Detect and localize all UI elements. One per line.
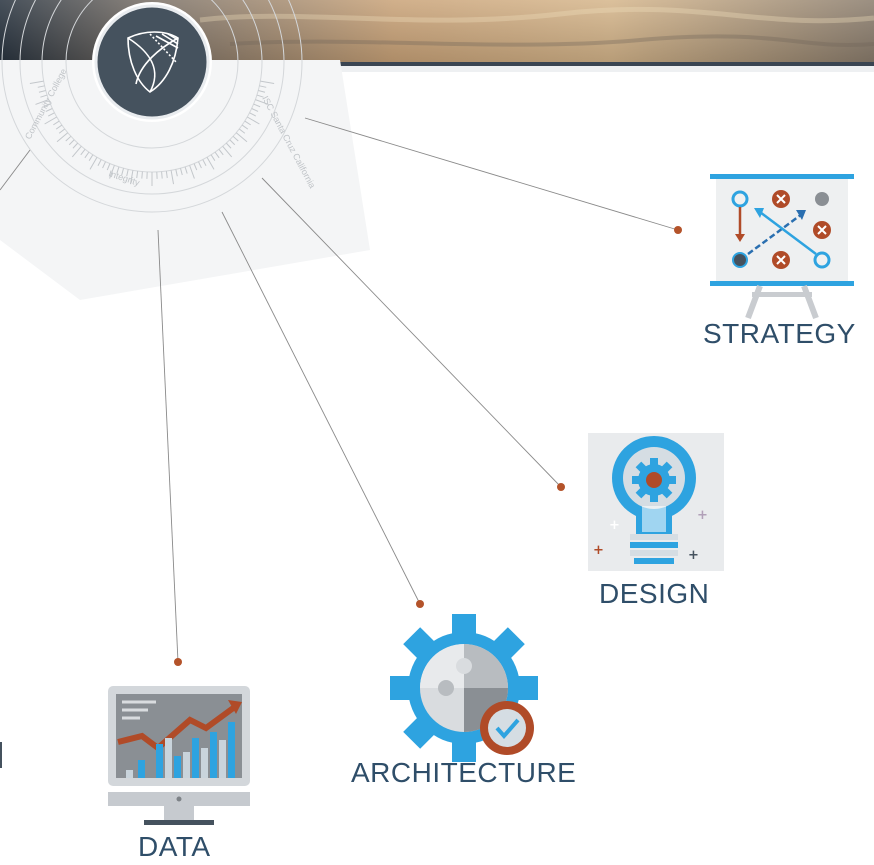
dial-tick bbox=[97, 159, 102, 167]
dial-tick bbox=[256, 94, 264, 98]
dial-tick bbox=[206, 157, 215, 170]
dial-tick bbox=[255, 99, 269, 105]
dial-tick bbox=[89, 157, 98, 170]
logo-badge[interactable] bbox=[92, 2, 212, 122]
dial-tick bbox=[189, 165, 195, 179]
lightbulb-gear-icon[interactable]: + + + + bbox=[588, 433, 724, 571]
dial-tick bbox=[258, 89, 266, 93]
dial-tick bbox=[37, 85, 45, 88]
dial-tick bbox=[38, 89, 46, 93]
dial-tick bbox=[65, 135, 72, 142]
svg-text:+: + bbox=[609, 518, 620, 533]
node-label-design[interactable]: DESIGN bbox=[599, 578, 710, 609]
dial-tick bbox=[214, 151, 220, 159]
connector-dot-strategy bbox=[674, 226, 682, 234]
connector-dot-data bbox=[174, 658, 182, 666]
connector-line-design bbox=[261, 177, 562, 488]
dial-tick bbox=[126, 169, 129, 177]
dial-tick bbox=[202, 159, 207, 167]
connector-dots bbox=[174, 226, 682, 666]
strategy-board-icon[interactable] bbox=[710, 174, 854, 320]
dial-decoration bbox=[1, 0, 303, 213]
dial-tick bbox=[218, 148, 224, 156]
dial-tick bbox=[56, 132, 69, 143]
svg-text:+: + bbox=[688, 548, 699, 563]
dial-tick bbox=[170, 170, 175, 185]
dial-tick bbox=[129, 170, 134, 185]
dial-tick bbox=[232, 135, 239, 142]
monitor-chart-icon[interactable] bbox=[108, 686, 250, 825]
connectors bbox=[0, 117, 679, 663]
dial-tick bbox=[102, 161, 106, 169]
dial-tick bbox=[193, 163, 198, 171]
node-label-strategy[interactable]: STRATEGY bbox=[703, 318, 856, 349]
dial-tick bbox=[71, 145, 82, 158]
dial-tick bbox=[222, 145, 233, 158]
faceted-shield-icon bbox=[127, 31, 179, 93]
connector-line-architecture bbox=[221, 211, 421, 605]
dial-tick bbox=[141, 171, 143, 179]
background-plate bbox=[0, 60, 370, 300]
dial-tick bbox=[53, 120, 60, 126]
dial-tick bbox=[40, 94, 48, 98]
connector-line-data bbox=[157, 229, 179, 663]
connector-dot-architecture bbox=[416, 600, 424, 608]
dial-tick bbox=[29, 80, 44, 85]
dial-tick bbox=[179, 168, 183, 176]
dial-tick bbox=[225, 142, 232, 149]
puzzle-gear-icon[interactable] bbox=[390, 614, 538, 762]
dial-tick bbox=[121, 168, 125, 176]
dial-tick bbox=[58, 128, 66, 134]
connector-dot-design bbox=[557, 483, 565, 491]
dial-tick bbox=[259, 85, 267, 88]
dial-tick bbox=[109, 165, 115, 179]
dial-tick bbox=[210, 154, 216, 161]
dial-tick bbox=[260, 80, 275, 85]
dial-tick bbox=[47, 112, 55, 117]
dial-tick bbox=[165, 170, 168, 179]
dial-tick bbox=[68, 139, 75, 146]
dial-tick bbox=[43, 103, 51, 108]
connector-line-left bbox=[0, 149, 31, 191]
dial-tick bbox=[106, 163, 111, 171]
dial-tick bbox=[161, 171, 163, 179]
dial-tick bbox=[116, 166, 120, 174]
dial-tick bbox=[55, 124, 63, 130]
dial-tick bbox=[247, 116, 260, 125]
dial-tick bbox=[241, 124, 249, 130]
svg-text:+: + bbox=[697, 508, 708, 523]
dial-tick bbox=[249, 112, 257, 117]
dial-tick bbox=[45, 108, 53, 112]
dial-tick bbox=[235, 132, 248, 143]
dial-tick bbox=[184, 166, 188, 174]
dial-tick bbox=[229, 139, 236, 146]
dial-tick bbox=[175, 169, 178, 177]
dial-tick bbox=[198, 161, 202, 169]
dial-tick bbox=[136, 170, 139, 179]
connector-line-strategy bbox=[304, 117, 679, 231]
dial-tick bbox=[44, 116, 57, 125]
node-label-data[interactable]: DATA bbox=[138, 831, 211, 862]
dial-tick bbox=[244, 120, 251, 126]
dial-tick bbox=[80, 148, 86, 156]
dial-tick bbox=[88, 154, 94, 161]
dial-tick bbox=[251, 108, 259, 112]
dial-tick bbox=[35, 99, 49, 105]
dial-tick bbox=[84, 151, 90, 159]
dial-tick bbox=[238, 128, 246, 134]
left-edge-mark bbox=[0, 742, 2, 768]
node-label-architecture[interactable]: ARCHITECTURE bbox=[351, 757, 577, 788]
dial-tick bbox=[72, 142, 79, 149]
dial-tick bbox=[253, 103, 261, 108]
svg-text:+: + bbox=[593, 543, 604, 558]
